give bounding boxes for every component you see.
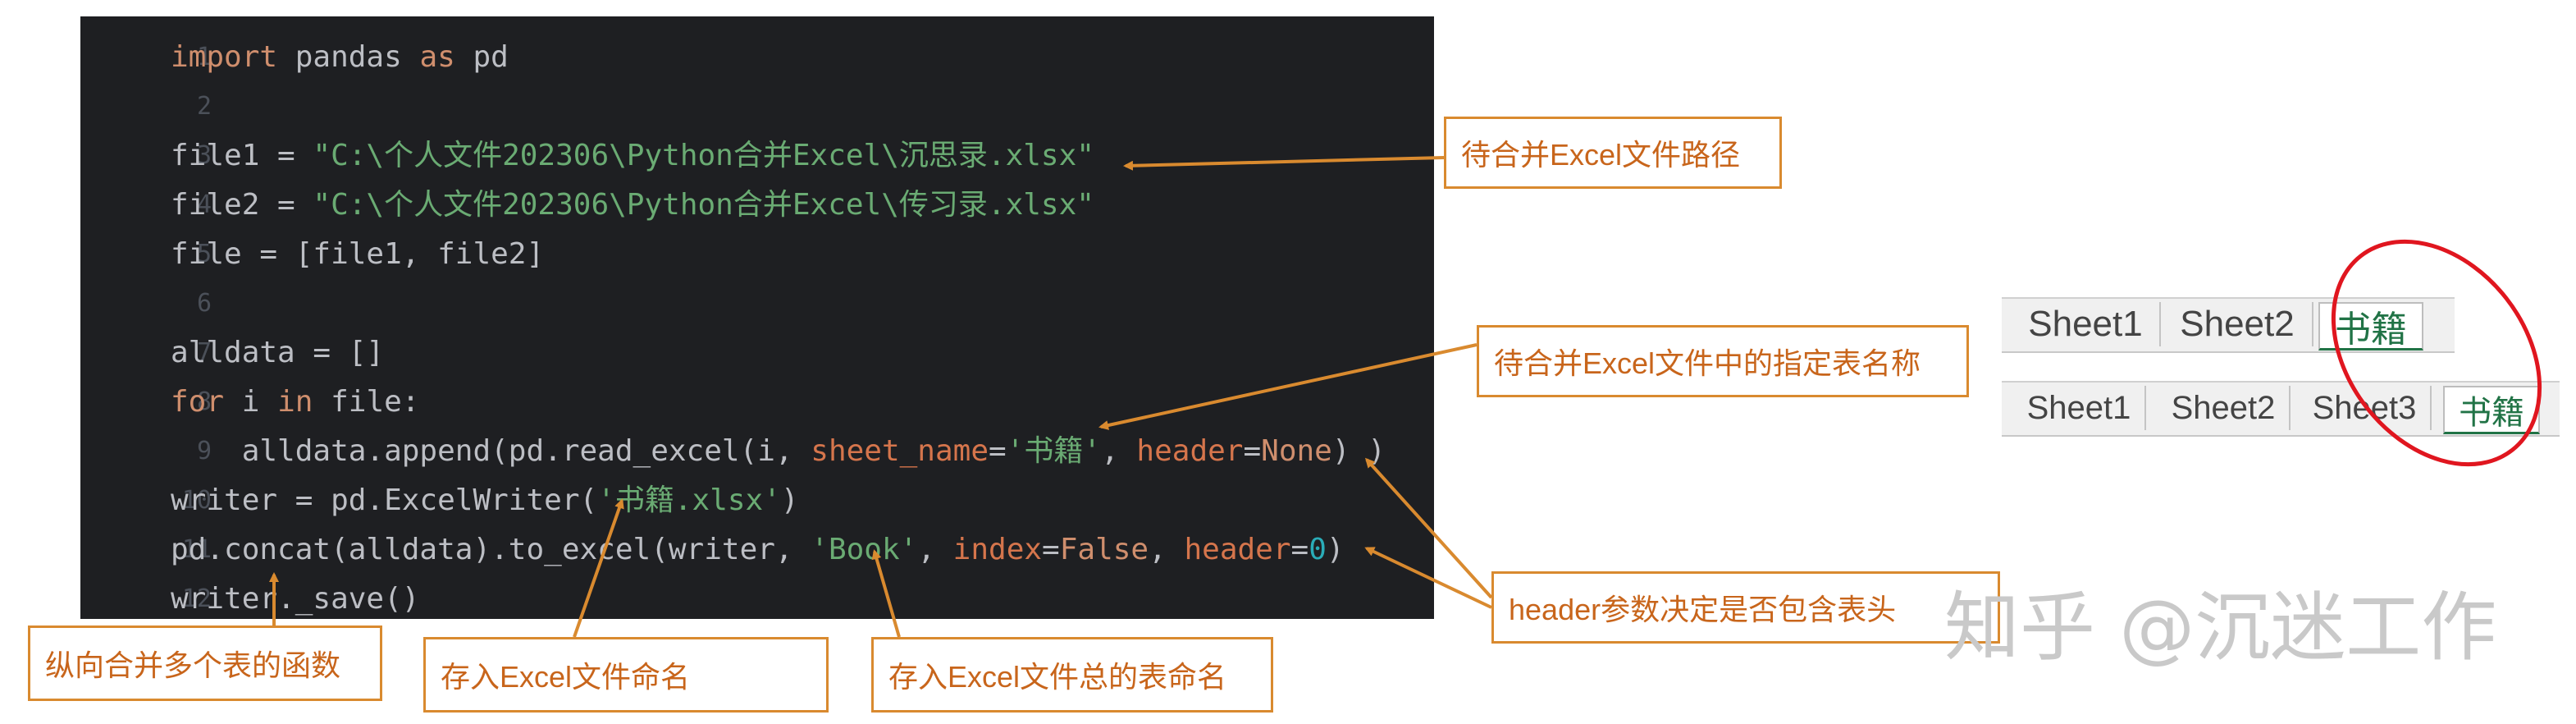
callout-sheet-total: 存入Excel文件总的表命名	[871, 637, 1273, 713]
arrow-header-none	[1364, 457, 1493, 599]
code-token: writer._save()	[171, 582, 420, 616]
code-token: =	[1243, 434, 1262, 468]
line-number: 4	[196, 190, 212, 219]
arrow-file-path	[1123, 156, 1445, 171]
sheet-tab-active[interactable]: 书籍	[2443, 386, 2540, 434]
code-token: pd.concat(alldata).to_excel(writer,	[171, 533, 811, 566]
code-token: in	[277, 385, 313, 419]
code-line-10[interactable]: 10 writer = pd.ExcelWriter('书籍.xlsx')	[80, 476, 1434, 525]
code-line-5[interactable]: 5 file = [file1, file2]	[80, 230, 1434, 279]
code-token: import	[171, 40, 278, 74]
code-token: ,	[1101, 434, 1137, 468]
sheet-tabs-top: Sheet1 Sheet2 书籍	[2002, 297, 2455, 353]
code-text: file2 = "C:\个人文件202306\Python合并Excel\传习录…	[171, 181, 1094, 230]
code-token: '书籍'	[1006, 434, 1102, 468]
code-editor[interactable]: 1 import pandas as pd 2 3 file1 = "C:\个人…	[80, 16, 1434, 619]
code-token: writer = pd.ExcelWriter(	[171, 483, 598, 517]
code-token: alldata = []	[171, 336, 385, 369]
callout-sheet-name: 待合并Excel文件中的指定表名称	[1477, 325, 1969, 397]
line-number: 6	[196, 289, 212, 318]
code-token: "C:\个人文件202306\Python合并Excel\沉思录.xlsx"	[313, 139, 1094, 172]
code-token: )	[780, 483, 799, 517]
code-text: file1 = "C:\个人文件202306\Python合并Excel\沉思录…	[171, 131, 1094, 181]
code-token: for	[171, 385, 225, 419]
code-text: alldata.append(pd.read_excel(i, sheet_na…	[171, 427, 1386, 476]
callout-file-path: 待合并Excel文件路径	[1444, 117, 1782, 189]
code-token: index	[952, 533, 1043, 566]
code-token: =	[1290, 533, 1309, 566]
code-token: pandas	[277, 40, 420, 74]
code-line-8[interactable]: 8 for i in file:	[80, 378, 1434, 427]
code-token: ,	[917, 533, 953, 566]
code-token: as	[419, 40, 455, 74]
code-token: "C:\个人文件202306\Python合并Excel\传习录.xlsx"	[313, 188, 1094, 222]
code-line-7[interactable]: 7 alldata = []	[80, 328, 1434, 378]
code-text: file = [file1, file2]	[171, 230, 544, 279]
code-text: alldata = []	[171, 328, 384, 378]
code-token: sheet_name	[811, 434, 989, 468]
code-text: import pandas as pd	[171, 33, 509, 82]
sheet-tab-active[interactable]: 书籍	[2318, 302, 2423, 351]
code-token: header	[1136, 434, 1244, 468]
code-token: header	[1184, 533, 1291, 566]
arrow-file-name	[573, 498, 624, 638]
code-text: pd.concat(alldata).to_excel(writer, 'Boo…	[171, 525, 1345, 575]
code-token: 0	[1309, 533, 1327, 566]
code-line-11[interactable]: 11 pd.concat(alldata).to_excel(writer, '…	[80, 525, 1434, 575]
code-token: i	[224, 385, 278, 419]
line-number: 7	[196, 338, 212, 367]
code-token: alldata.append(pd.read_excel(i,	[171, 434, 811, 468]
code-text: for i in file:	[171, 378, 419, 427]
code-line-6[interactable]: 6	[80, 279, 1434, 328]
arrow-sheet-name	[1098, 343, 1478, 430]
code-line-3[interactable]: 3 file1 = "C:\个人文件202306\Python合并Excel\沉…	[80, 131, 1434, 181]
code-token: ) )	[1331, 434, 1386, 468]
code-token: file2 =	[171, 188, 313, 222]
line-number: 2	[196, 92, 212, 121]
line-number: 8	[196, 387, 212, 416]
callout-header: header参数决定是否包含表头	[1491, 571, 2000, 644]
line-number: 10	[181, 486, 212, 515]
code-token: False	[1059, 533, 1149, 566]
code-token: file1 =	[171, 139, 313, 172]
code-line-4[interactable]: 4 file2 = "C:\个人文件202306\Python合并Excel\传…	[80, 181, 1434, 230]
code-token: file = [file1, file2]	[171, 237, 545, 271]
code-token: =	[989, 434, 1007, 468]
sheet-tab[interactable]: Sheet2	[2158, 386, 2291, 430]
line-number: 11	[181, 535, 212, 564]
sheet-tab[interactable]: Sheet1	[2013, 386, 2146, 430]
sheet-tab[interactable]: Sheet1	[2012, 302, 2161, 346]
code-token: pd	[454, 40, 509, 74]
code-line-1[interactable]: 1 import pandas as pd	[80, 33, 1434, 82]
code-token: )	[1326, 533, 1345, 566]
code-token: =	[1042, 533, 1060, 566]
code-text: writer = pd.ExcelWriter('书籍.xlsx')	[171, 476, 799, 525]
line-number: 1	[196, 43, 212, 71]
code-line-9[interactable]: 9 alldata.append(pd.read_excel(i, sheet_…	[80, 427, 1434, 476]
callout-concat: 纵向合并多个表的函数	[28, 625, 382, 701]
watermark: 知乎 @沉迷工作	[1944, 584, 2497, 671]
code-text: writer._save()	[171, 575, 419, 624]
code-line-2[interactable]: 2	[80, 82, 1434, 131]
arrow-sheet-total	[871, 549, 901, 638]
line-number: 5	[196, 240, 212, 268]
sheet-tab[interactable]: Sheet2	[2163, 302, 2313, 346]
sheet-tabs-bottom: Sheet1 Sheet2 Sheet3 书籍	[2002, 381, 2560, 437]
code-token: file:	[313, 385, 420, 419]
callout-file-name: 存入Excel文件命名	[423, 637, 829, 713]
line-number: 3	[196, 141, 212, 170]
code-line-12[interactable]: 12 writer._save()	[80, 575, 1434, 624]
code-token: ,	[1149, 533, 1185, 566]
line-number: 12	[181, 584, 212, 613]
code-token: 'Book'	[811, 533, 918, 566]
code-token: None	[1261, 434, 1332, 468]
line-number: 9	[196, 437, 212, 465]
arrow-header-zero	[1364, 547, 1492, 609]
code-token: '书籍.xlsx'	[597, 483, 781, 517]
